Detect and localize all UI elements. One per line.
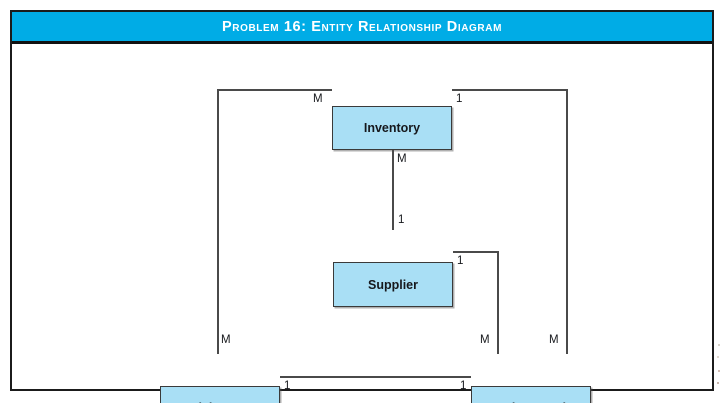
cardinality-supplier-top: 1 xyxy=(398,214,405,226)
cardinality-receiving-report-top: M xyxy=(221,334,231,346)
cardinality-purchase-order-left: 1 xyxy=(460,380,467,392)
cardinality-purchase-order-top-right: M xyxy=(549,334,559,346)
diagram-canvas: Inventory Supplier Receiving Report Purc… xyxy=(12,44,712,403)
cardinality-receiving-report-right: 1 xyxy=(284,380,291,392)
cardinality-inventory-left: M xyxy=(313,93,323,105)
diagram-frame: Problem 16: Entity Relationship Diagram xyxy=(10,10,714,403)
cardinality-supplier-right: 1 xyxy=(457,255,464,267)
scan-speckle xyxy=(717,382,719,384)
entity-inventory-label: Inventory xyxy=(363,121,421,135)
entity-purchase-order[interactable]: Purchase Order xyxy=(471,386,591,403)
entity-supplier[interactable]: Supplier xyxy=(333,262,453,307)
page-title: Problem 16: Entity Relationship Diagram xyxy=(221,18,502,35)
link-inventory-receiving-report xyxy=(217,89,332,354)
scan-speckle xyxy=(717,356,719,358)
scan-speckle xyxy=(718,344,720,346)
title-bar: Problem 16: Entity Relationship Diagram xyxy=(12,12,712,44)
entity-receiving-report[interactable]: Receiving Report xyxy=(160,386,280,403)
cardinality-purchase-order-top-left: M xyxy=(480,334,490,346)
link-inventory-purchase-order xyxy=(452,89,568,354)
entity-receiving-report-label: Receiving Report xyxy=(169,401,272,403)
entity-supplier-label: Supplier xyxy=(367,277,418,292)
scan-speckle xyxy=(718,370,720,372)
entity-inventory[interactable]: Inventory xyxy=(332,106,452,150)
cardinality-inventory-bottom: M xyxy=(397,153,407,165)
connector-lines xyxy=(217,89,568,378)
entity-purchase-order-label: Purchase Order xyxy=(484,401,578,403)
cardinality-inventory-right: 1 xyxy=(456,93,463,105)
